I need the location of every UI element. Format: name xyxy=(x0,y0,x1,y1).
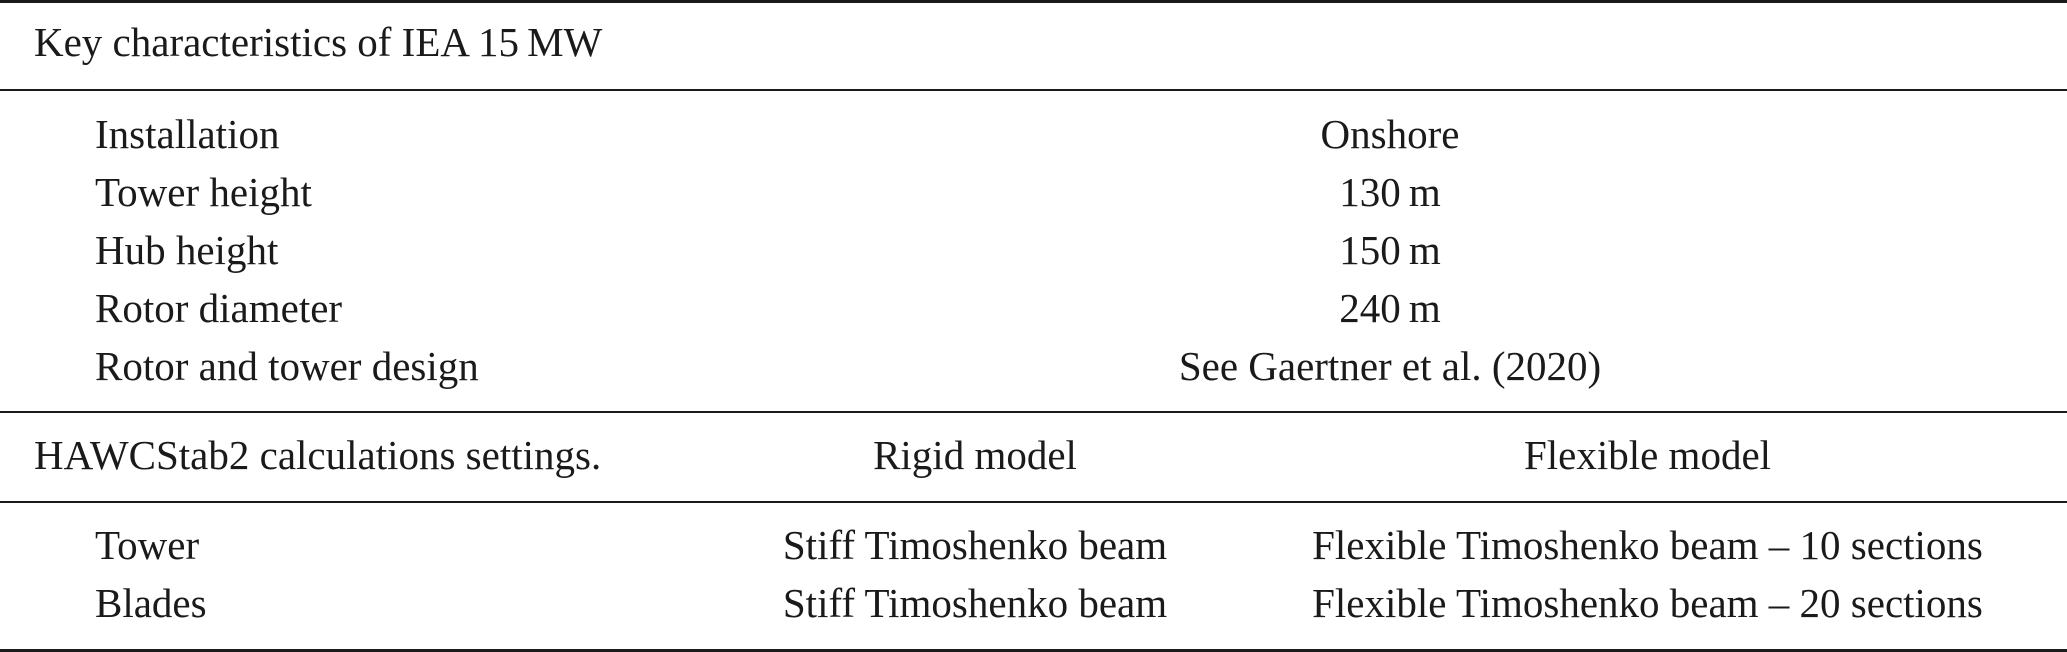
section1-header-rule xyxy=(0,89,2067,91)
column-header-flexible: Flexible model xyxy=(1523,432,1772,478)
row-label: Rotor diameter xyxy=(95,285,343,331)
section2-header-row: HAWCStab2 calculations settings. Rigid m… xyxy=(0,426,2067,484)
column-header-rigid: Rigid model xyxy=(873,432,1077,478)
table-row: Rotor and tower design See Gaertner et a… xyxy=(0,337,2067,395)
row-label: Blades xyxy=(95,580,207,626)
table-row: Blades Stiff Timoshenko beam Flexible Ti… xyxy=(0,574,2067,632)
table-bottom-rule xyxy=(0,649,2067,652)
flexible-value: Flexible Timoshenko beam – 20 sections xyxy=(1312,580,1983,626)
row-label: Tower xyxy=(95,522,200,568)
table-top-rule xyxy=(0,0,2067,3)
row-value: 240 m xyxy=(1339,285,1441,331)
row-value: Onshore xyxy=(1320,111,1460,157)
section2-top-rule xyxy=(0,411,2067,413)
row-label: Hub height xyxy=(95,227,279,273)
row-value: 150 m xyxy=(1339,227,1441,273)
table-row: Tower Stiff Timoshenko beam Flexible Tim… xyxy=(0,516,2067,574)
row-value: 130 m xyxy=(1339,169,1441,215)
table-row: Hub height 150 m xyxy=(0,221,2067,279)
row-label: Tower height xyxy=(95,169,312,215)
table-row: Rotor diameter 240 m xyxy=(0,279,2067,337)
section2-header-rule xyxy=(0,501,2067,503)
rigid-value: Stiff Timoshenko beam xyxy=(782,580,1168,626)
row-label: Installation xyxy=(95,111,280,157)
table-row: Tower height 130 m xyxy=(0,163,2067,221)
section2-header: HAWCStab2 calculations settings. xyxy=(34,432,602,478)
section1-header: Key characteristics of IEA 15 MW xyxy=(34,19,603,65)
rigid-value: Stiff Timoshenko beam xyxy=(782,522,1168,568)
row-label: Rotor and tower design xyxy=(95,343,479,389)
flexible-value: Flexible Timoshenko beam – 10 sections xyxy=(1312,522,1983,568)
row-value: See Gaertner et al. (2020) xyxy=(1178,343,1602,389)
table-row: Installation Onshore xyxy=(0,105,2067,163)
